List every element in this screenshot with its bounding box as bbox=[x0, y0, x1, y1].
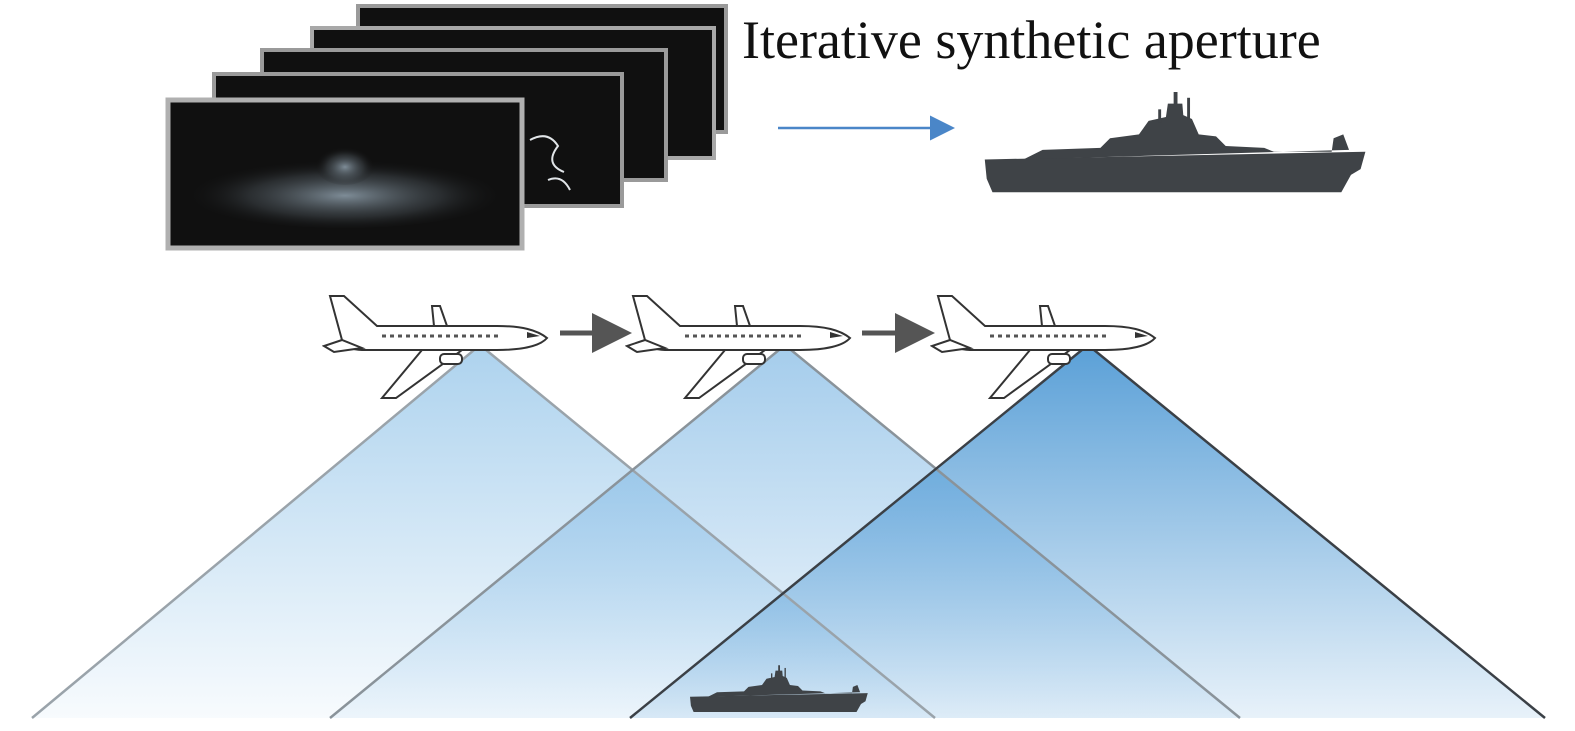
airplanes bbox=[322, 294, 1157, 400]
reconstructed-ship bbox=[984, 92, 1366, 193]
beam-3 bbox=[630, 345, 1545, 718]
diagram-title: Iterative synthetic aperture bbox=[742, 10, 1321, 70]
radar-beams bbox=[31, 343, 1546, 719]
image-frame-stack bbox=[165, 4, 728, 251]
image-frame-front bbox=[165, 97, 525, 251]
ship-silhouette-icon bbox=[984, 92, 1366, 193]
